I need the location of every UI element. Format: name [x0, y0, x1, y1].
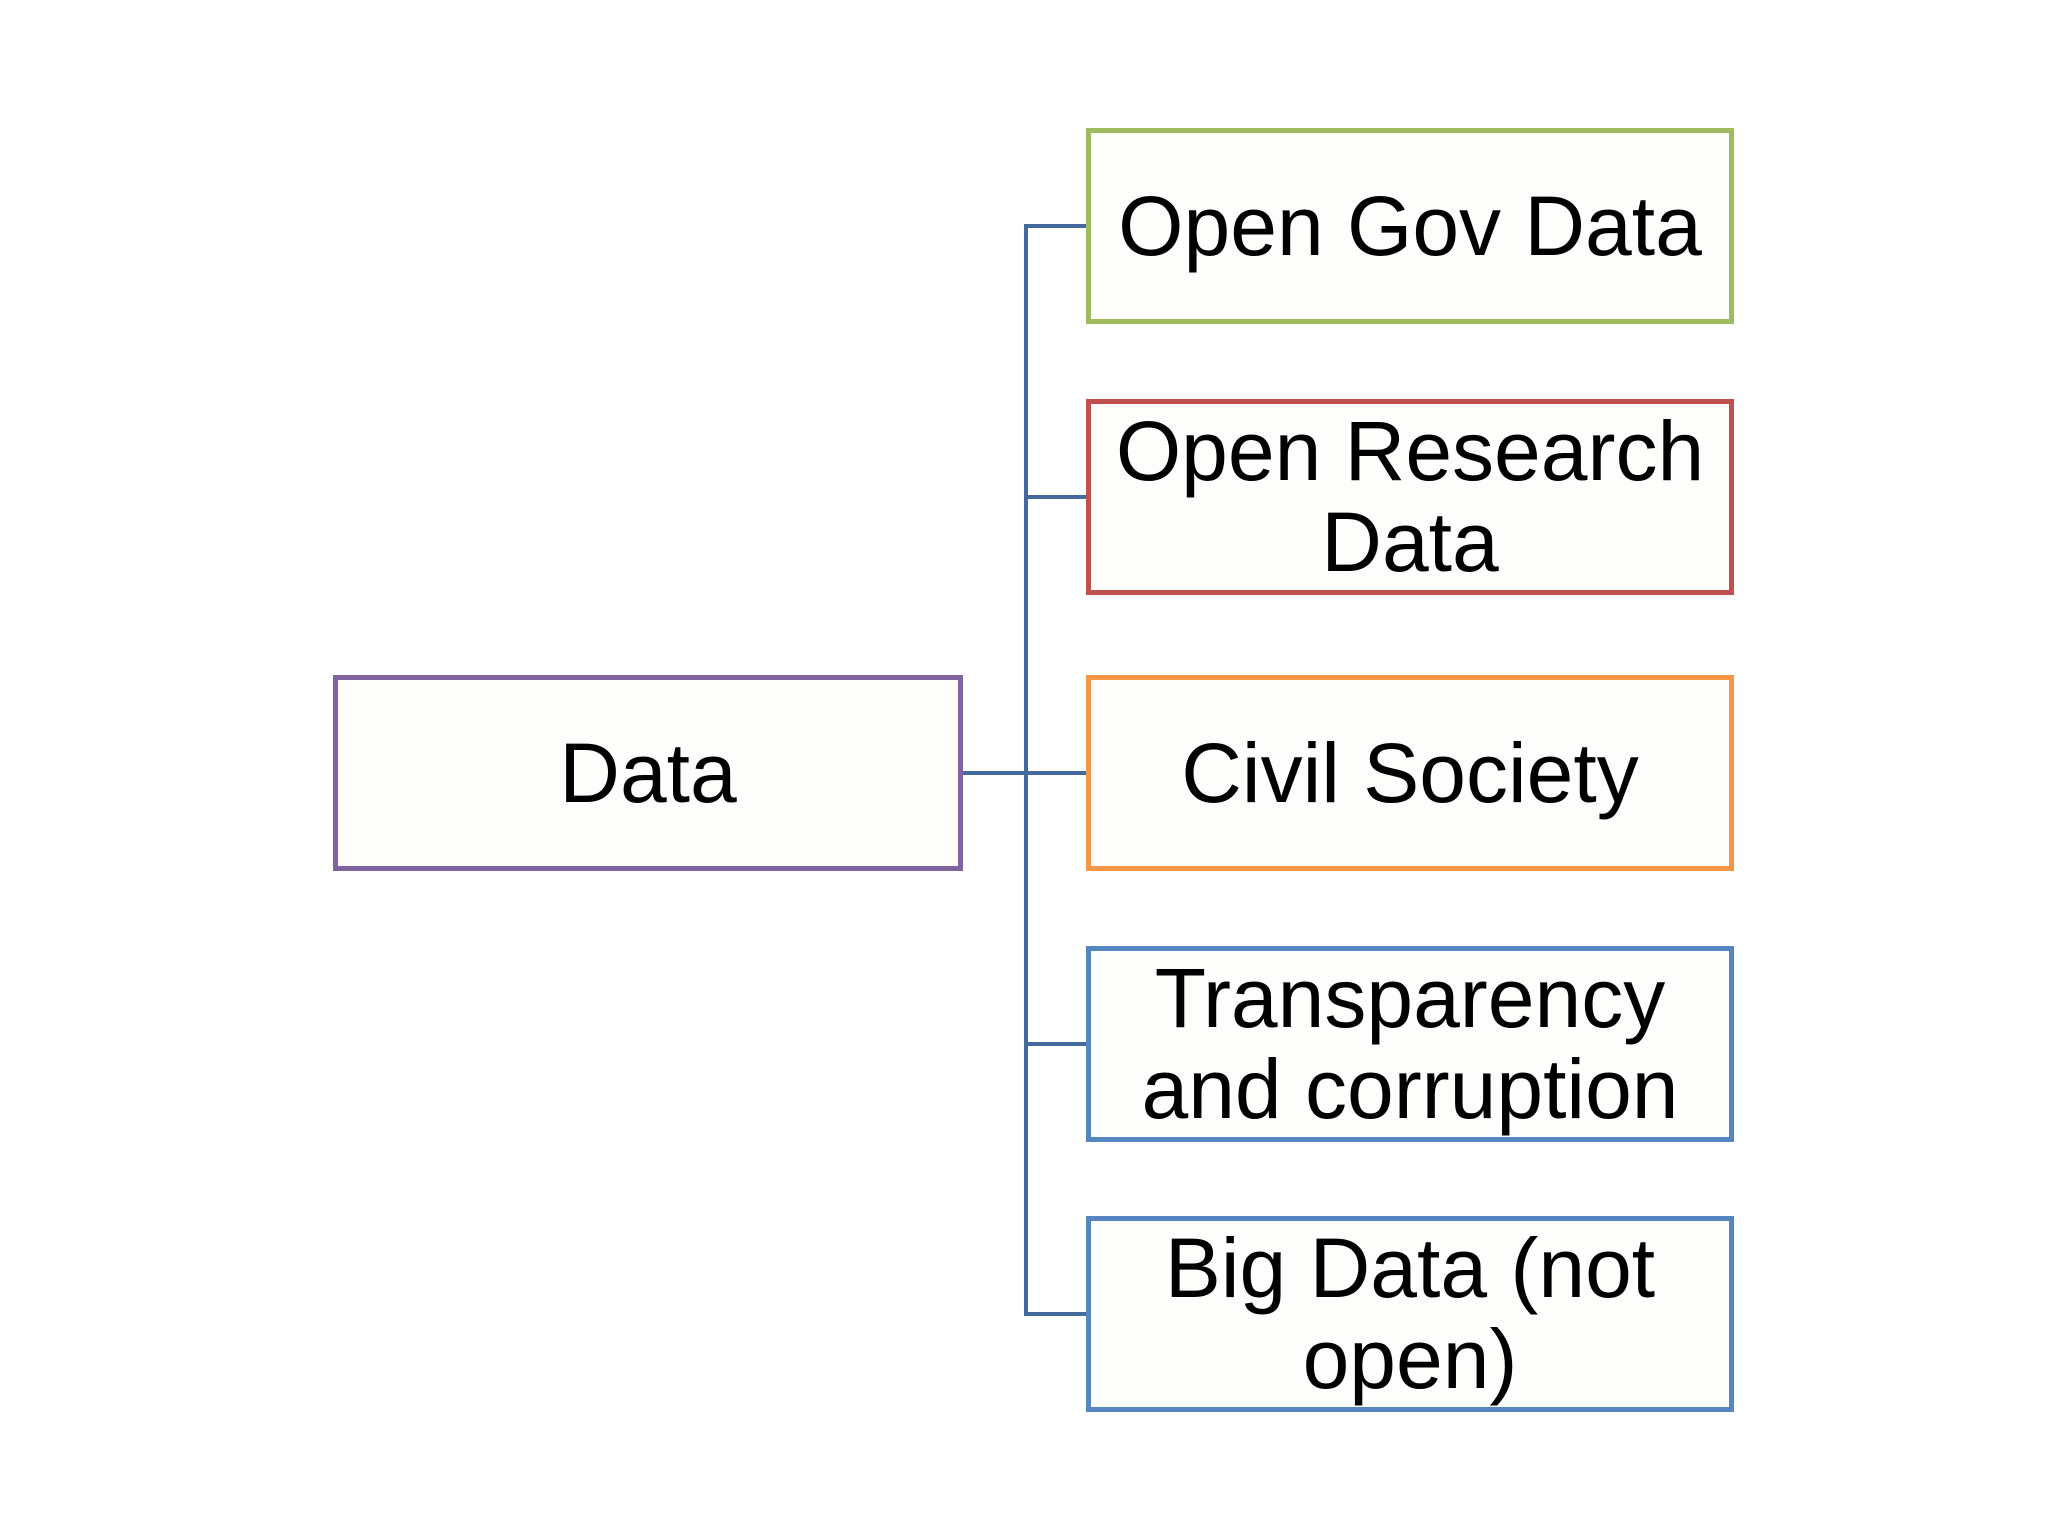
- node-big-data-not-open-label: Big Data (not open): [1164, 1221, 1656, 1406]
- node-big-data-not-open: Big Data (not open): [1086, 1216, 1734, 1412]
- node-data-label: Data: [559, 725, 737, 820]
- node-open-research-data: Open Research Data: [1086, 399, 1734, 595]
- node-transparency-and-corruption-label: Transparency and corruption: [1141, 951, 1679, 1136]
- node-transparency-and-corruption: Transparency and corruption: [1086, 946, 1734, 1142]
- node-open-gov-data: Open Gov Data: [1086, 128, 1734, 324]
- node-open-research-data-label: Open Research Data: [1115, 404, 1705, 589]
- node-data: Data: [333, 675, 963, 871]
- node-open-gov-data-label: Open Gov Data: [1118, 178, 1702, 273]
- node-civil-society-label: Civil Society: [1181, 725, 1639, 820]
- node-civil-society: Civil Society: [1086, 675, 1734, 871]
